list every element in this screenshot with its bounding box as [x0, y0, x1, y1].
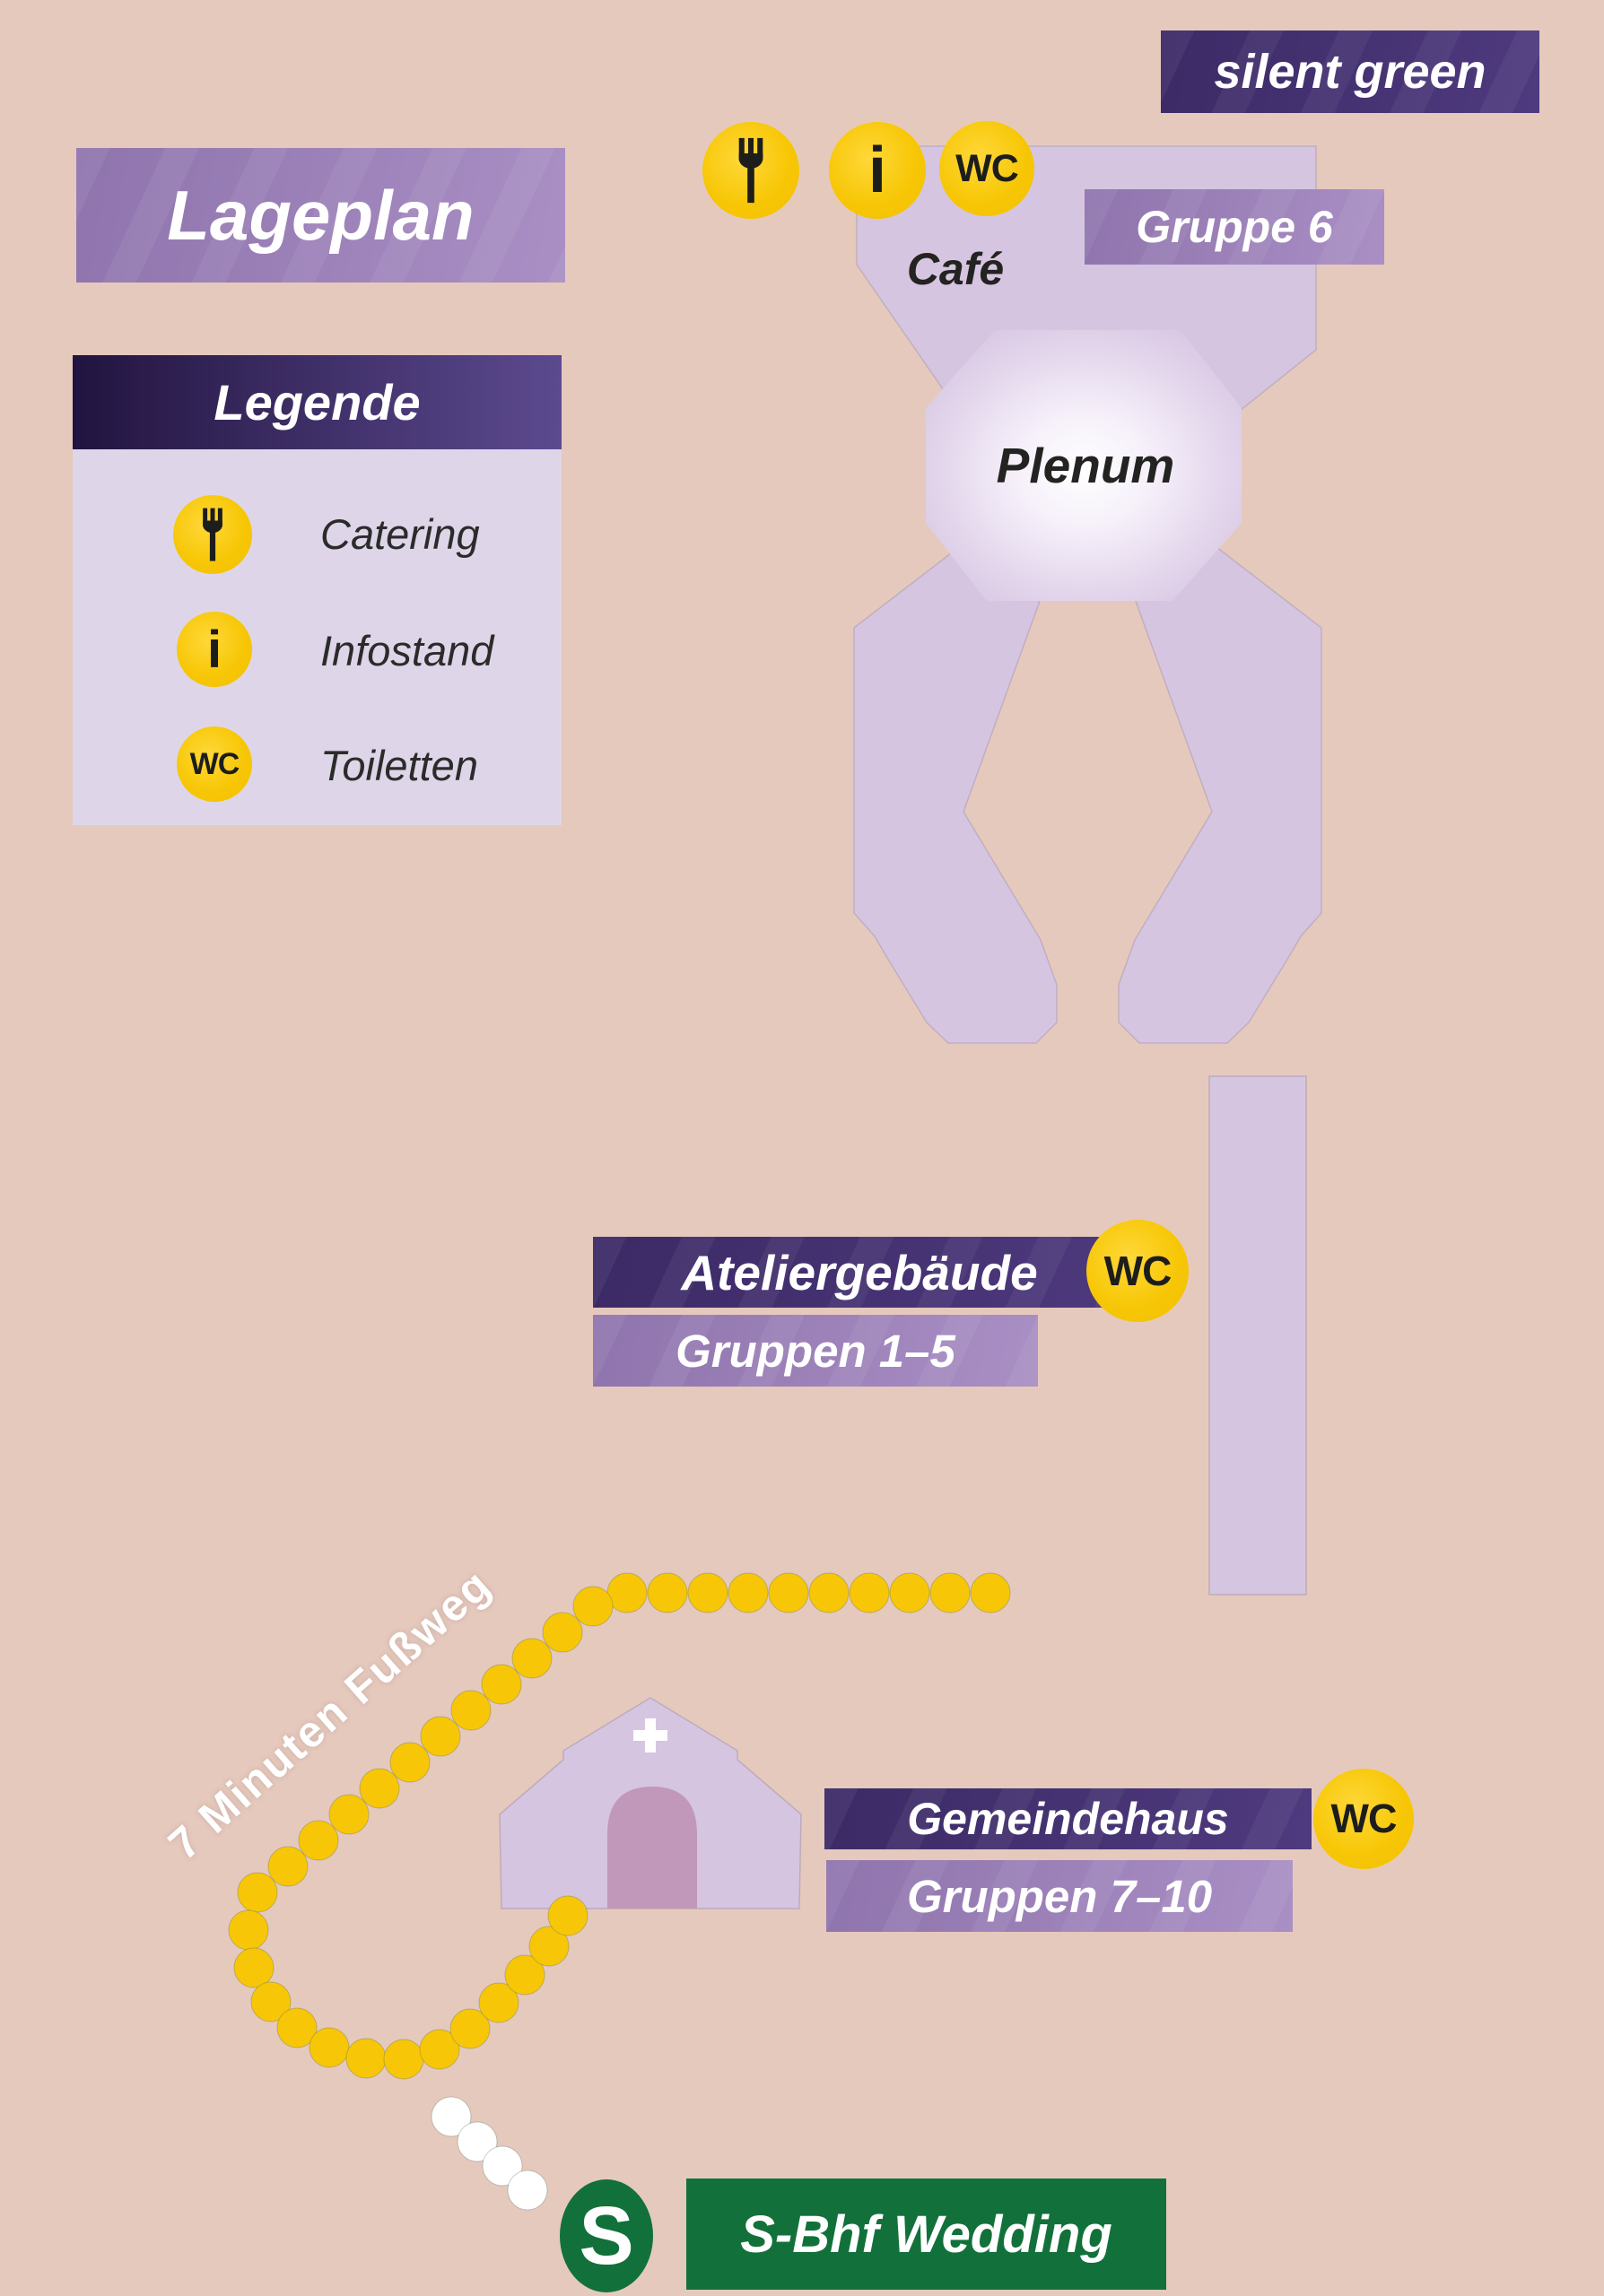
footpath-dot	[528, 1926, 570, 1967]
footpath-dot	[507, 2170, 548, 2211]
footpath-dot	[359, 1768, 400, 1809]
footpath-dots-yellow	[228, 1572, 1011, 2080]
legend-header: Legende	[73, 355, 562, 449]
plenum-hall-shape	[926, 330, 1242, 601]
footpath-dot	[482, 2145, 523, 2187]
info-glyph: i	[867, 135, 886, 206]
footpath-dot	[389, 1742, 431, 1783]
gruppe6-label: Gruppe 6	[1085, 189, 1384, 265]
footpath-dot	[250, 1981, 292, 2022]
footpath-dot	[383, 2039, 424, 2080]
footpath-dot	[728, 1572, 769, 1613]
footpath-dot	[572, 1586, 614, 1627]
footpath-dots-white	[431, 2096, 548, 2211]
footpath-dot	[687, 1572, 728, 1613]
fork-glyph	[203, 508, 222, 561]
footpath-dot	[511, 1638, 553, 1679]
legend-row-catering: Catering	[73, 490, 562, 579]
footpath-dot	[768, 1572, 809, 1613]
legend-panel: Legende Catering i Infostand	[73, 355, 562, 825]
gemeindehaus-name-bar: Gemeindehaus	[824, 1788, 1312, 1849]
info-icon: i	[177, 612, 252, 687]
footpath-dot	[328, 1794, 370, 1835]
footpath-dot	[309, 2027, 350, 2068]
legend-label-infostand: Infostand	[320, 627, 494, 674]
sbahn-logo-icon: S	[560, 2179, 653, 2292]
footpath-dot	[450, 1690, 492, 1731]
footpath-dot	[542, 1612, 583, 1653]
wc-glyph: WC	[1103, 1248, 1172, 1294]
footpath-dot	[345, 2038, 387, 2079]
church-cross-icon	[633, 1718, 667, 1752]
legend-row-infostand: i Infostand	[73, 608, 562, 694]
gemeindehaus-groups-bar: Gruppen 7–10	[826, 1860, 1293, 1932]
footpath-dot	[478, 1982, 519, 2023]
fork-icon	[173, 495, 252, 574]
footpath-dot	[233, 1947, 275, 1988]
atelier-building-shape	[1208, 1075, 1307, 1596]
sbahn-s-glyph: S	[579, 2189, 634, 2282]
fork-glyph	[738, 137, 763, 204]
church-door-shape	[607, 1787, 697, 1909]
footpath-dot	[547, 1895, 588, 1936]
venue-badge: silent green	[1161, 30, 1539, 113]
info-glyph: i	[206, 620, 222, 679]
main-building-left-wing	[853, 527, 1058, 1044]
wc-glyph: WC	[955, 146, 1019, 190]
station-label-bar: S-Bhf Wedding	[686, 2179, 1166, 2290]
infostand-icon: i	[829, 122, 926, 219]
wc-icon: WC	[177, 726, 252, 802]
page-title: Lageplan	[76, 148, 565, 283]
footpath-dot	[449, 2008, 491, 2049]
footpath-dot	[276, 2007, 318, 2048]
wc-glyph: WC	[189, 746, 240, 781]
wc-icon-gemeindehaus: WC	[1313, 1769, 1414, 1869]
footpath-dot	[647, 1572, 688, 1613]
legend-label-toiletten: Toiletten	[320, 742, 478, 789]
atelier-groups-bar: Gruppen 1–5	[593, 1315, 1038, 1387]
footpath-dot	[228, 1909, 269, 1951]
plenum-label: Plenum	[996, 438, 1175, 493]
footpath-dot	[420, 1716, 461, 1757]
cafe-label: Café	[906, 244, 1005, 294]
footpath-dot	[606, 1572, 648, 1613]
footpath-dot	[267, 1846, 309, 1887]
main-building-right-wing	[1118, 527, 1322, 1044]
footpath-dot	[929, 1572, 971, 1613]
footpath-dot	[237, 1872, 278, 1913]
footpath-dot	[889, 1572, 930, 1613]
catering-fork-icon	[702, 122, 799, 219]
legend-label-catering: Catering	[320, 510, 480, 558]
footpath-dot	[419, 2029, 460, 2070]
wc-glyph: WC	[1330, 1796, 1398, 1841]
footpath-dot	[504, 1954, 545, 1996]
footpath-dot	[808, 1572, 850, 1613]
atelier-name-bar: Ateliergebäude	[593, 1237, 1162, 1308]
legend-row-toiletten: WC Toiletten	[73, 723, 562, 809]
footpath-dot	[431, 2096, 472, 2137]
footpath-dot	[457, 2121, 498, 2162]
footpath-dot	[970, 1572, 1011, 1613]
footpath-dot	[849, 1572, 890, 1613]
footpath-dot	[481, 1664, 522, 1705]
footpath-dot	[298, 1820, 339, 1861]
wc-icon-atelier: WC	[1086, 1220, 1189, 1322]
wc-icon-cafe: WC	[939, 121, 1034, 216]
